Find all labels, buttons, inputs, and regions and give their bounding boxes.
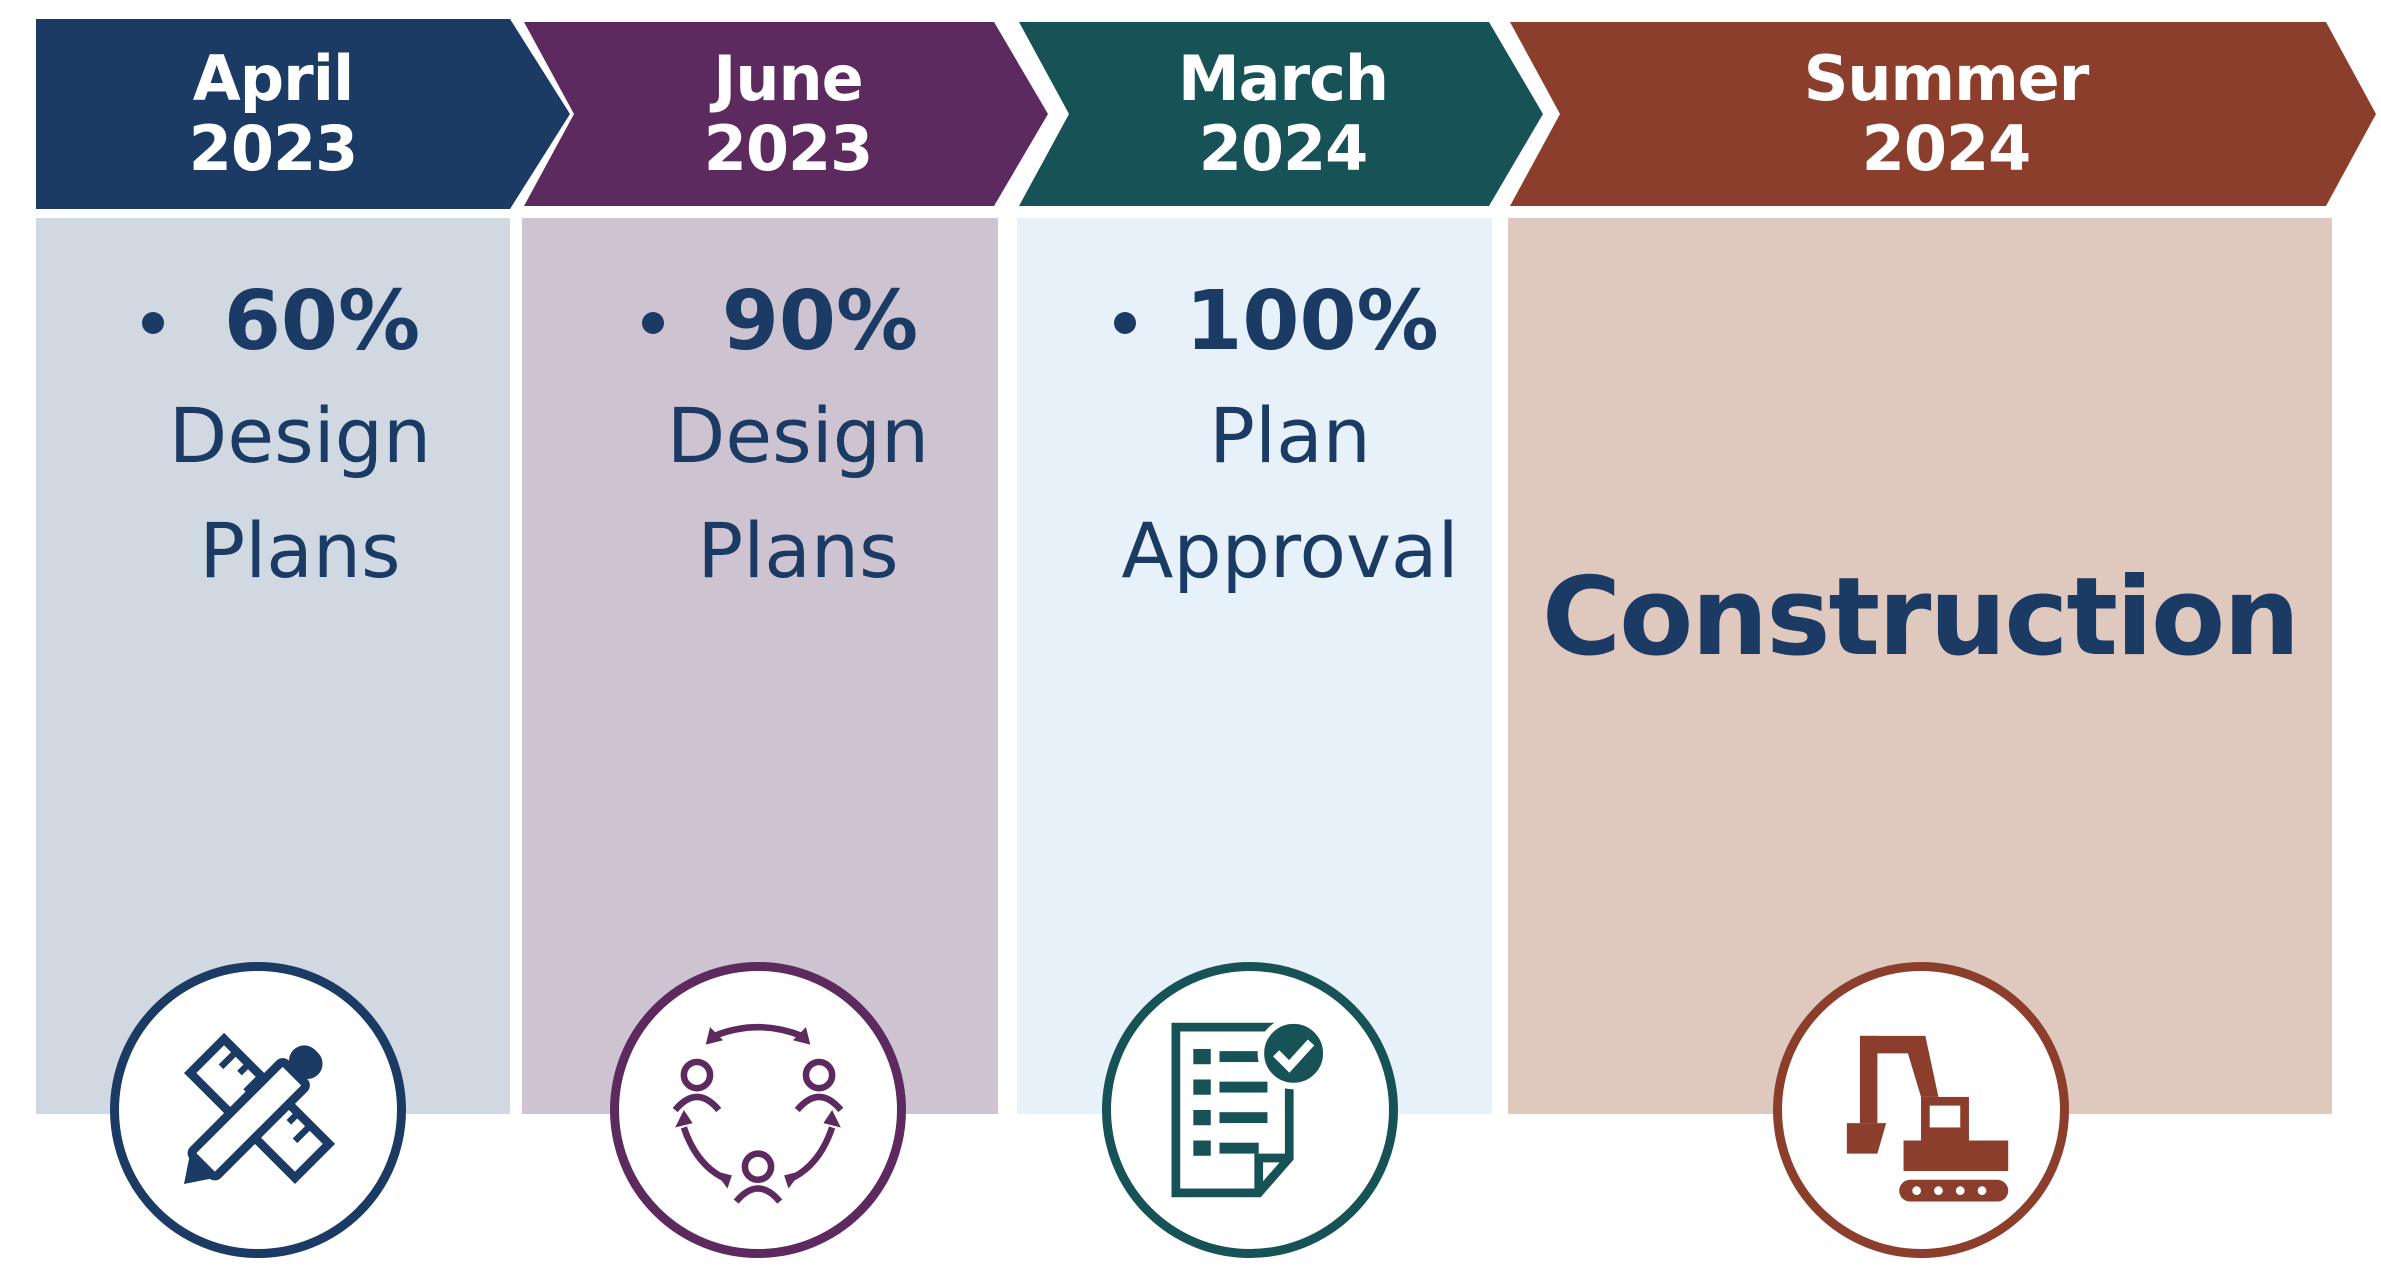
bullet-dot [1114,312,1136,334]
milestone-value-line: 60% [100,266,500,378]
milestone-60-design-plans: 60% Design Plans [100,266,500,608]
date-month: March [1177,42,1389,115]
milestone-desc-line: Plans [697,506,899,595]
milestone-100-plan-approval: 100% Plan Approval [1090,266,1490,608]
milestone-value-line: 90% [598,266,998,378]
bullet-dot [642,312,664,334]
date-year: 2024 [1198,112,1369,185]
date-month: June [713,42,863,115]
chevron-shape [520,19,1052,209]
date-label: March 2024 [1045,19,1521,209]
bullet-dot [142,312,164,334]
chevron-summer-2024: Summer 2024 [1506,19,2380,209]
checklist-approval-icon-badge [1102,962,1398,1258]
date-month: April [192,42,354,115]
checklist-approval-icon [1171,1017,1330,1198]
chevron-april-2023: April 2023 [36,19,570,209]
milestone-construction: Construction [1541,555,2300,680]
date-label: Summer 2024 [1536,19,2356,209]
date-label: June 2023 [550,19,1026,209]
milestone-value-line: 100% [1090,266,1490,378]
date-year: 2023 [703,112,874,185]
chevron-shape [1015,19,1547,209]
chevron-shape [36,19,570,209]
date-year: 2023 [188,112,359,185]
excavator-icon-badge [1773,962,2069,1258]
chevron-june-2023: June 2023 [520,19,1052,209]
excavator-icon [1846,1035,2009,1202]
milestone-desc-line: Plans [199,506,401,595]
chevron-march-2024: March 2024 [1015,19,1547,209]
ruler-pencil-icon-badge [110,962,406,1258]
milestone-desc-line: Design [666,391,930,480]
date-season: Summer [1803,42,2090,115]
date-year: 2024 [1861,112,2032,185]
chevron-shape [1506,19,2380,209]
date-label: April 2023 [36,19,510,209]
milestone-desc-line: Design [168,391,432,480]
milestone-value: 60% [223,274,421,369]
milestone-90-design-plans: 90% Design Plans [598,266,998,608]
milestone-value: 100% [1185,274,1439,369]
milestone-value: 90% [721,274,919,369]
milestone-desc-line: Approval [1121,506,1459,595]
milestone-desc-line: Plan [1209,391,1371,480]
people-cycle-icon [672,1023,844,1204]
ruler-pencil-icon [184,1032,336,1184]
people-cycle-icon-badge [610,962,906,1258]
